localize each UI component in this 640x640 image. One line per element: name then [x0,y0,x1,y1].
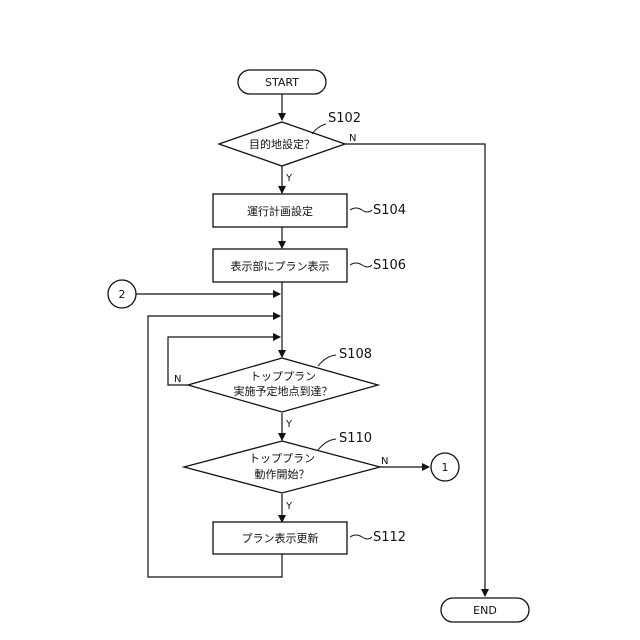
s112-leader [350,535,372,539]
s112-text: プラン表示更新 [242,531,319,545]
connector-1: 1 [431,453,459,481]
s108-line2: 実施予定地点到達？ [234,384,333,398]
connector-1-label: 1 [442,461,449,474]
s110-leader [318,439,336,450]
connector-2: 2 [108,280,136,308]
end-terminator: END [441,598,529,622]
start-label: START [265,76,299,89]
s108-no-label: N [174,374,181,385]
s104-step-label: S104 [373,203,406,218]
decision-s102: 目的地設定？ [219,122,345,166]
s104-leader [350,208,372,212]
s108-step-label: S108 [339,347,372,362]
s108-yes-label: Y [285,419,293,430]
connector-2-label: 2 [119,288,126,301]
start-terminator: START [238,70,326,94]
s102-yes-label: Y [285,173,293,184]
s108-line1: トッププラン [250,370,316,383]
s108-leader [318,355,336,366]
s102-leader [312,124,326,134]
s106-text: 表示部にプラン表示 [231,259,330,273]
s104-text: 運行計画設定 [247,204,313,218]
flow-lines [136,94,485,596]
s102-no-label: N [349,133,356,144]
s102-step-label: S102 [328,111,361,126]
s112-step-label: S112 [373,530,406,545]
decision-s108: トッププラン 実施予定地点到達？ [188,358,378,412]
s110-no-label: N [381,456,388,467]
s110-line2: 動作開始？ [255,467,310,481]
s110-yes-label: Y [285,501,293,512]
process-s104: 運行計画設定 [213,194,347,227]
process-s112: プラン表示更新 [213,522,347,554]
s106-step-label: S106 [373,258,406,273]
s110-step-label: S110 [339,431,372,446]
decision-s110: トッププラン 動作開始？ [184,441,380,493]
end-label: END [473,604,497,617]
process-s106: 表示部にプラン表示 [213,249,347,282]
s106-leader [350,263,372,267]
s102-question: 目的地設定？ [249,137,315,151]
s110-line1: トッププラン [249,452,315,465]
